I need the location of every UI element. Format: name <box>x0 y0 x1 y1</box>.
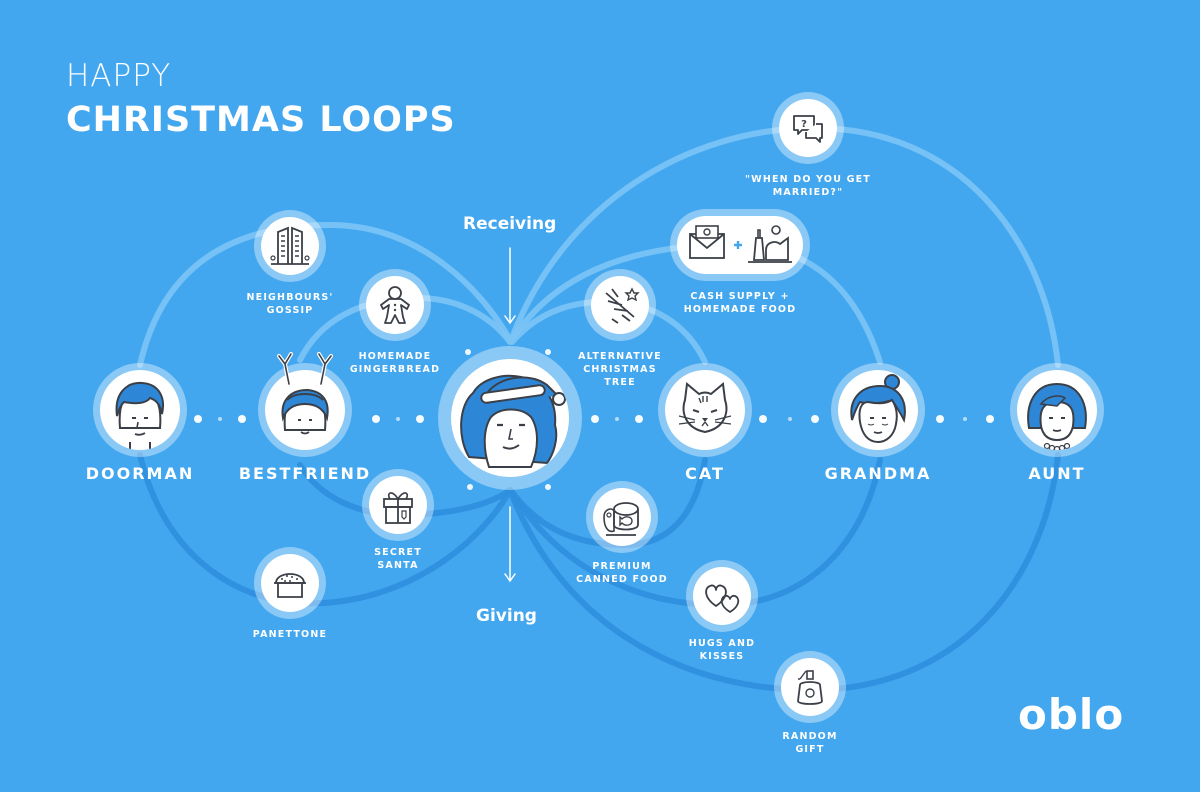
giving-arrow-head <box>504 573 516 583</box>
person-name-doorman: DOORMAN <box>85 464 195 483</box>
question-speech-bubbles-icon: ? <box>793 115 823 143</box>
aunt-avatar-icon <box>1027 382 1087 450</box>
loop-doorman-receiving <box>137 221 513 368</box>
gift-label-cash-supply: CASH SUPPLY +HOMEMADE FOOD <box>683 291 797 315</box>
gift-badge <box>359 269 431 341</box>
buildings-icon <box>270 226 310 265</box>
panettone-icon <box>274 573 306 598</box>
center-avatar <box>438 346 582 490</box>
gift-badge <box>670 209 810 281</box>
aunt-avatar <box>1010 363 1104 457</box>
receiving-label: Receiving <box>463 214 557 234</box>
gift-badge <box>254 210 326 282</box>
gift-badge <box>362 469 434 541</box>
doorman-avatar <box>93 363 187 457</box>
gingerbread-man-icon <box>380 286 410 324</box>
person-name-bestfriend: BESTFRIEND <box>238 464 372 483</box>
antlers-icon <box>277 352 333 386</box>
grandma-avatar <box>831 363 925 457</box>
oblo-logo: oblo <box>1018 690 1125 739</box>
gift-box-icon <box>383 492 413 524</box>
person-name-grandma: GRANDMA <box>824 464 932 483</box>
reindeer-antlers-avatar-icon <box>281 388 329 435</box>
gift-badge <box>584 269 656 341</box>
grandma-avatar-icon <box>850 374 906 444</box>
title-line-2: CHRISTMAS LOOPS <box>66 100 456 140</box>
gift-badge: ? <box>772 92 844 164</box>
person-name-aunt: AUNT <box>1028 464 1086 483</box>
christmas-tree-icon <box>605 287 640 324</box>
hearts-icon <box>705 584 740 613</box>
gift-badge <box>254 547 326 619</box>
cash-envelope-and-food-icon <box>689 225 792 263</box>
title-line-1: HAPPY <box>66 58 172 94</box>
person-name-cat: CAT <box>685 464 725 483</box>
perfume-bottle-icon <box>797 670 823 705</box>
cat-avatar <box>658 363 752 457</box>
dotted-connector <box>194 349 994 490</box>
gift-badge <box>586 481 658 553</box>
gift-label-panettone: PANETTONE <box>252 629 328 640</box>
gift-badge <box>686 560 758 632</box>
svg-text:?: ? <box>801 119 807 130</box>
cat-face-icon <box>678 382 732 434</box>
giving-label: Giving <box>476 606 537 626</box>
canned-food-icon <box>603 502 639 536</box>
bestfriend-avatar <box>258 363 352 457</box>
doorman-avatar-icon <box>115 381 164 450</box>
gift-badge <box>774 651 846 723</box>
gift-label-neighbours-gossip: NEIGHBOURS'GOSSIP <box>246 292 334 316</box>
santa-hat-avatar-icon <box>460 374 566 468</box>
receiving-arrow-head <box>504 315 516 325</box>
